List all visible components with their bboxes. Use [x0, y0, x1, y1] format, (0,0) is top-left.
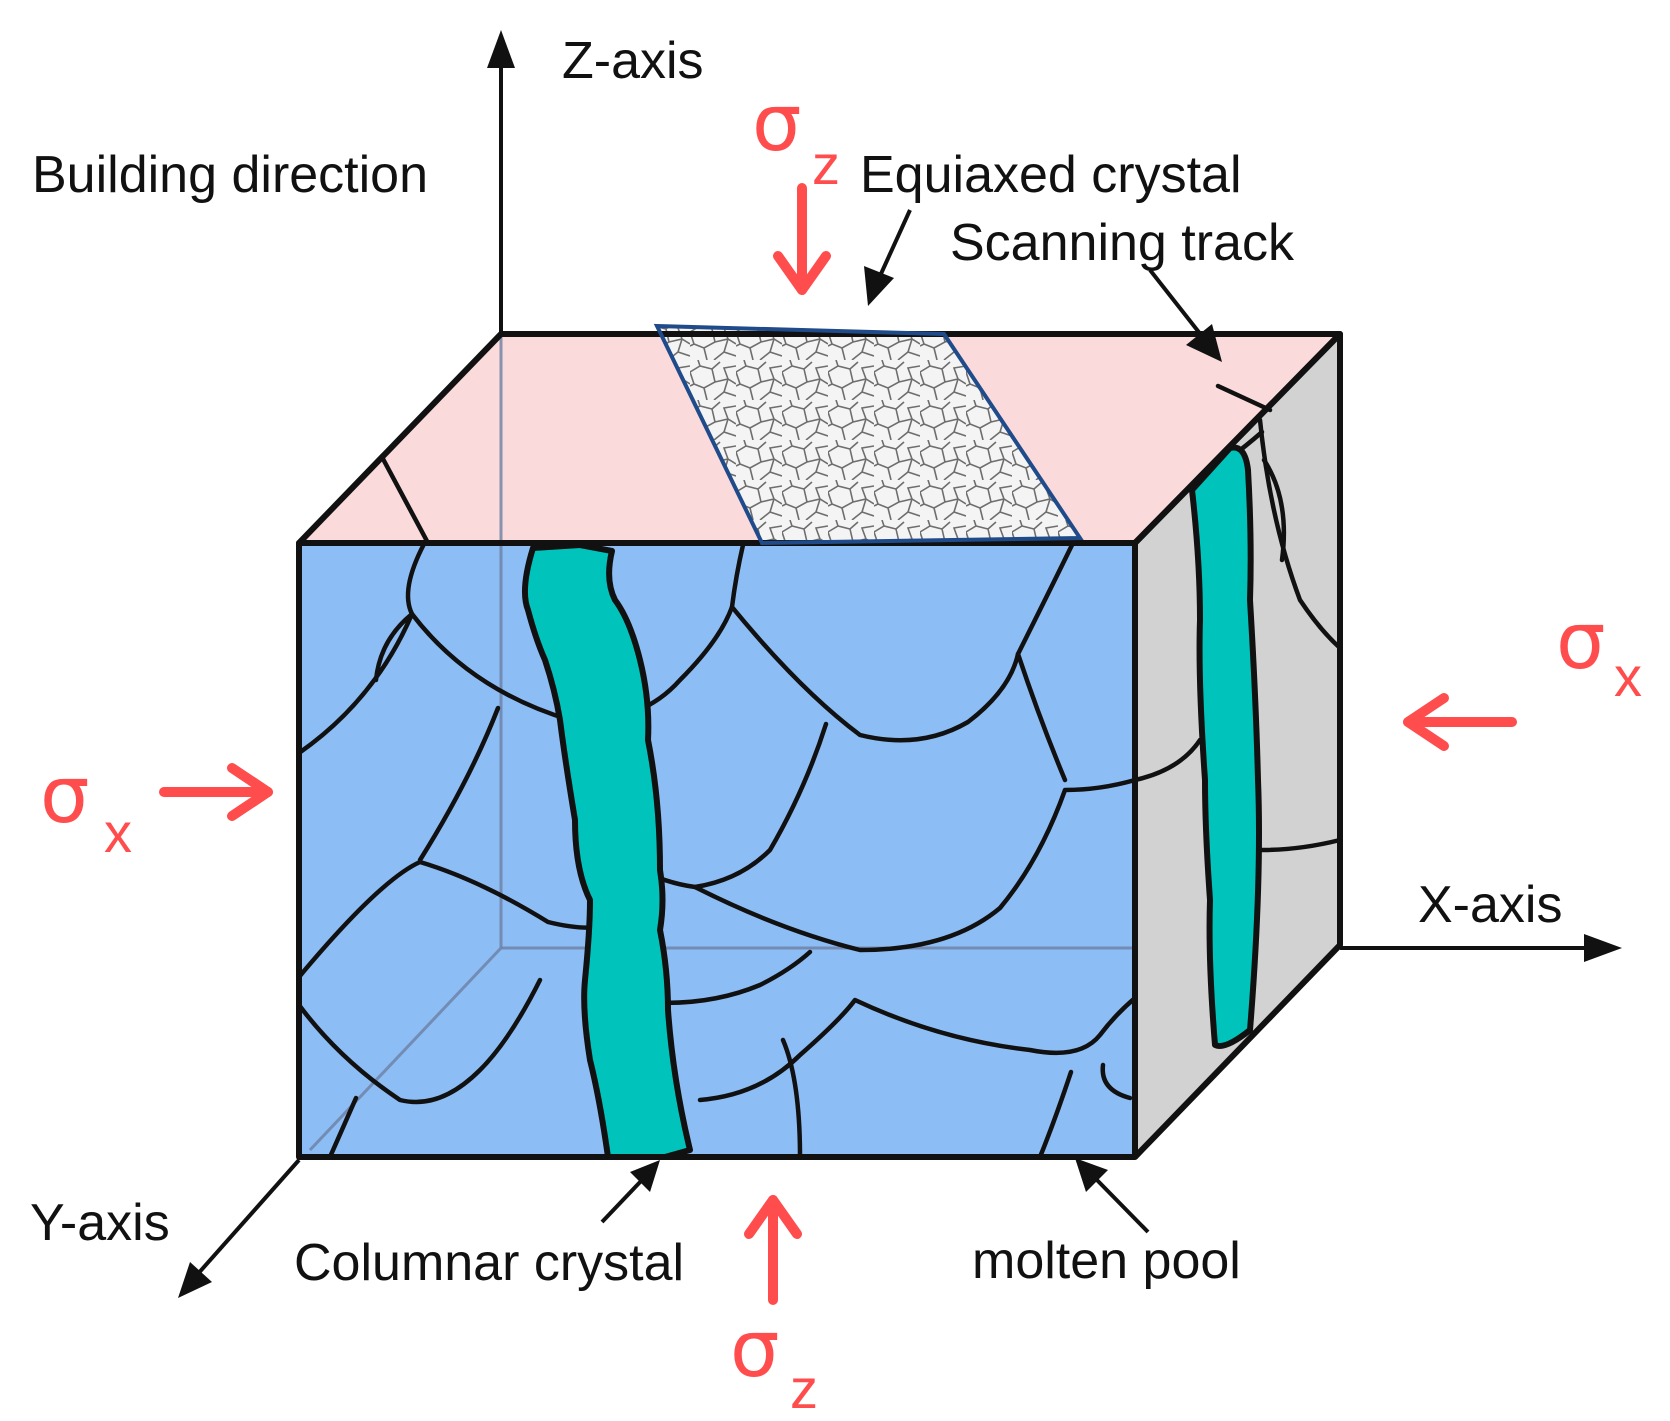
- sigma-subscript: x: [1614, 645, 1642, 708]
- molten-pool-pointer: [1075, 1158, 1150, 1234]
- scanning-track-label: Scanning track: [950, 214, 1295, 272]
- sigma-symbol: σ: [730, 1305, 779, 1395]
- equiaxed-pointer: [864, 209, 912, 306]
- y-axis-arrowhead: [178, 1262, 212, 1298]
- sigma-subscript: x: [104, 801, 132, 864]
- x-axis-label: X-axis: [1418, 876, 1562, 934]
- sigma-x-right-arrow: [1403, 693, 1517, 751]
- molten-pool-label: molten pool: [972, 1232, 1241, 1290]
- x-axis-arrowhead: [1584, 934, 1622, 962]
- sigma-x-right-label: σ x: [1556, 597, 1642, 708]
- z-axis-arrowhead: [487, 30, 515, 68]
- sigma-z-bottom-label: σ z: [730, 1305, 818, 1420]
- columnar-crystal-side: [1189, 444, 1262, 1049]
- scanning-track-pointer: [1148, 268, 1222, 362]
- equiaxed-crystal-label: Equiaxed crystal: [860, 146, 1242, 204]
- building-direction-label: Building direction: [32, 146, 428, 204]
- y-axis-label: Y-axis: [30, 1194, 170, 1252]
- y-axis: [178, 1158, 301, 1298]
- sigma-symbol: σ: [752, 79, 801, 169]
- z-axis-label: Z-axis: [562, 32, 704, 90]
- sigma-z-bottom-arrow: [744, 1195, 802, 1305]
- z-axis: [487, 30, 515, 334]
- sigma-z-top-label: σ z: [752, 79, 840, 196]
- sigma-subscript: z: [812, 133, 840, 196]
- sigma-x-left-label: σ x: [40, 751, 132, 864]
- sigma-x-left-arrow: [159, 763, 273, 821]
- columnar-crystal-front: [522, 542, 693, 1160]
- side-face-grain-lines: [1132, 417, 1343, 853]
- columnar-pointer: [600, 1160, 660, 1224]
- scanning-track-border: [653, 323, 1084, 546]
- x-axis: [1340, 934, 1622, 962]
- sigma-symbol: σ: [1556, 597, 1605, 687]
- sigma-z-top-arrow: [773, 183, 831, 295]
- columnar-crystal-label: Columnar crystal: [294, 1234, 684, 1292]
- sigma-symbol: σ: [40, 751, 89, 841]
- sigma-subscript: z: [790, 1357, 818, 1420]
